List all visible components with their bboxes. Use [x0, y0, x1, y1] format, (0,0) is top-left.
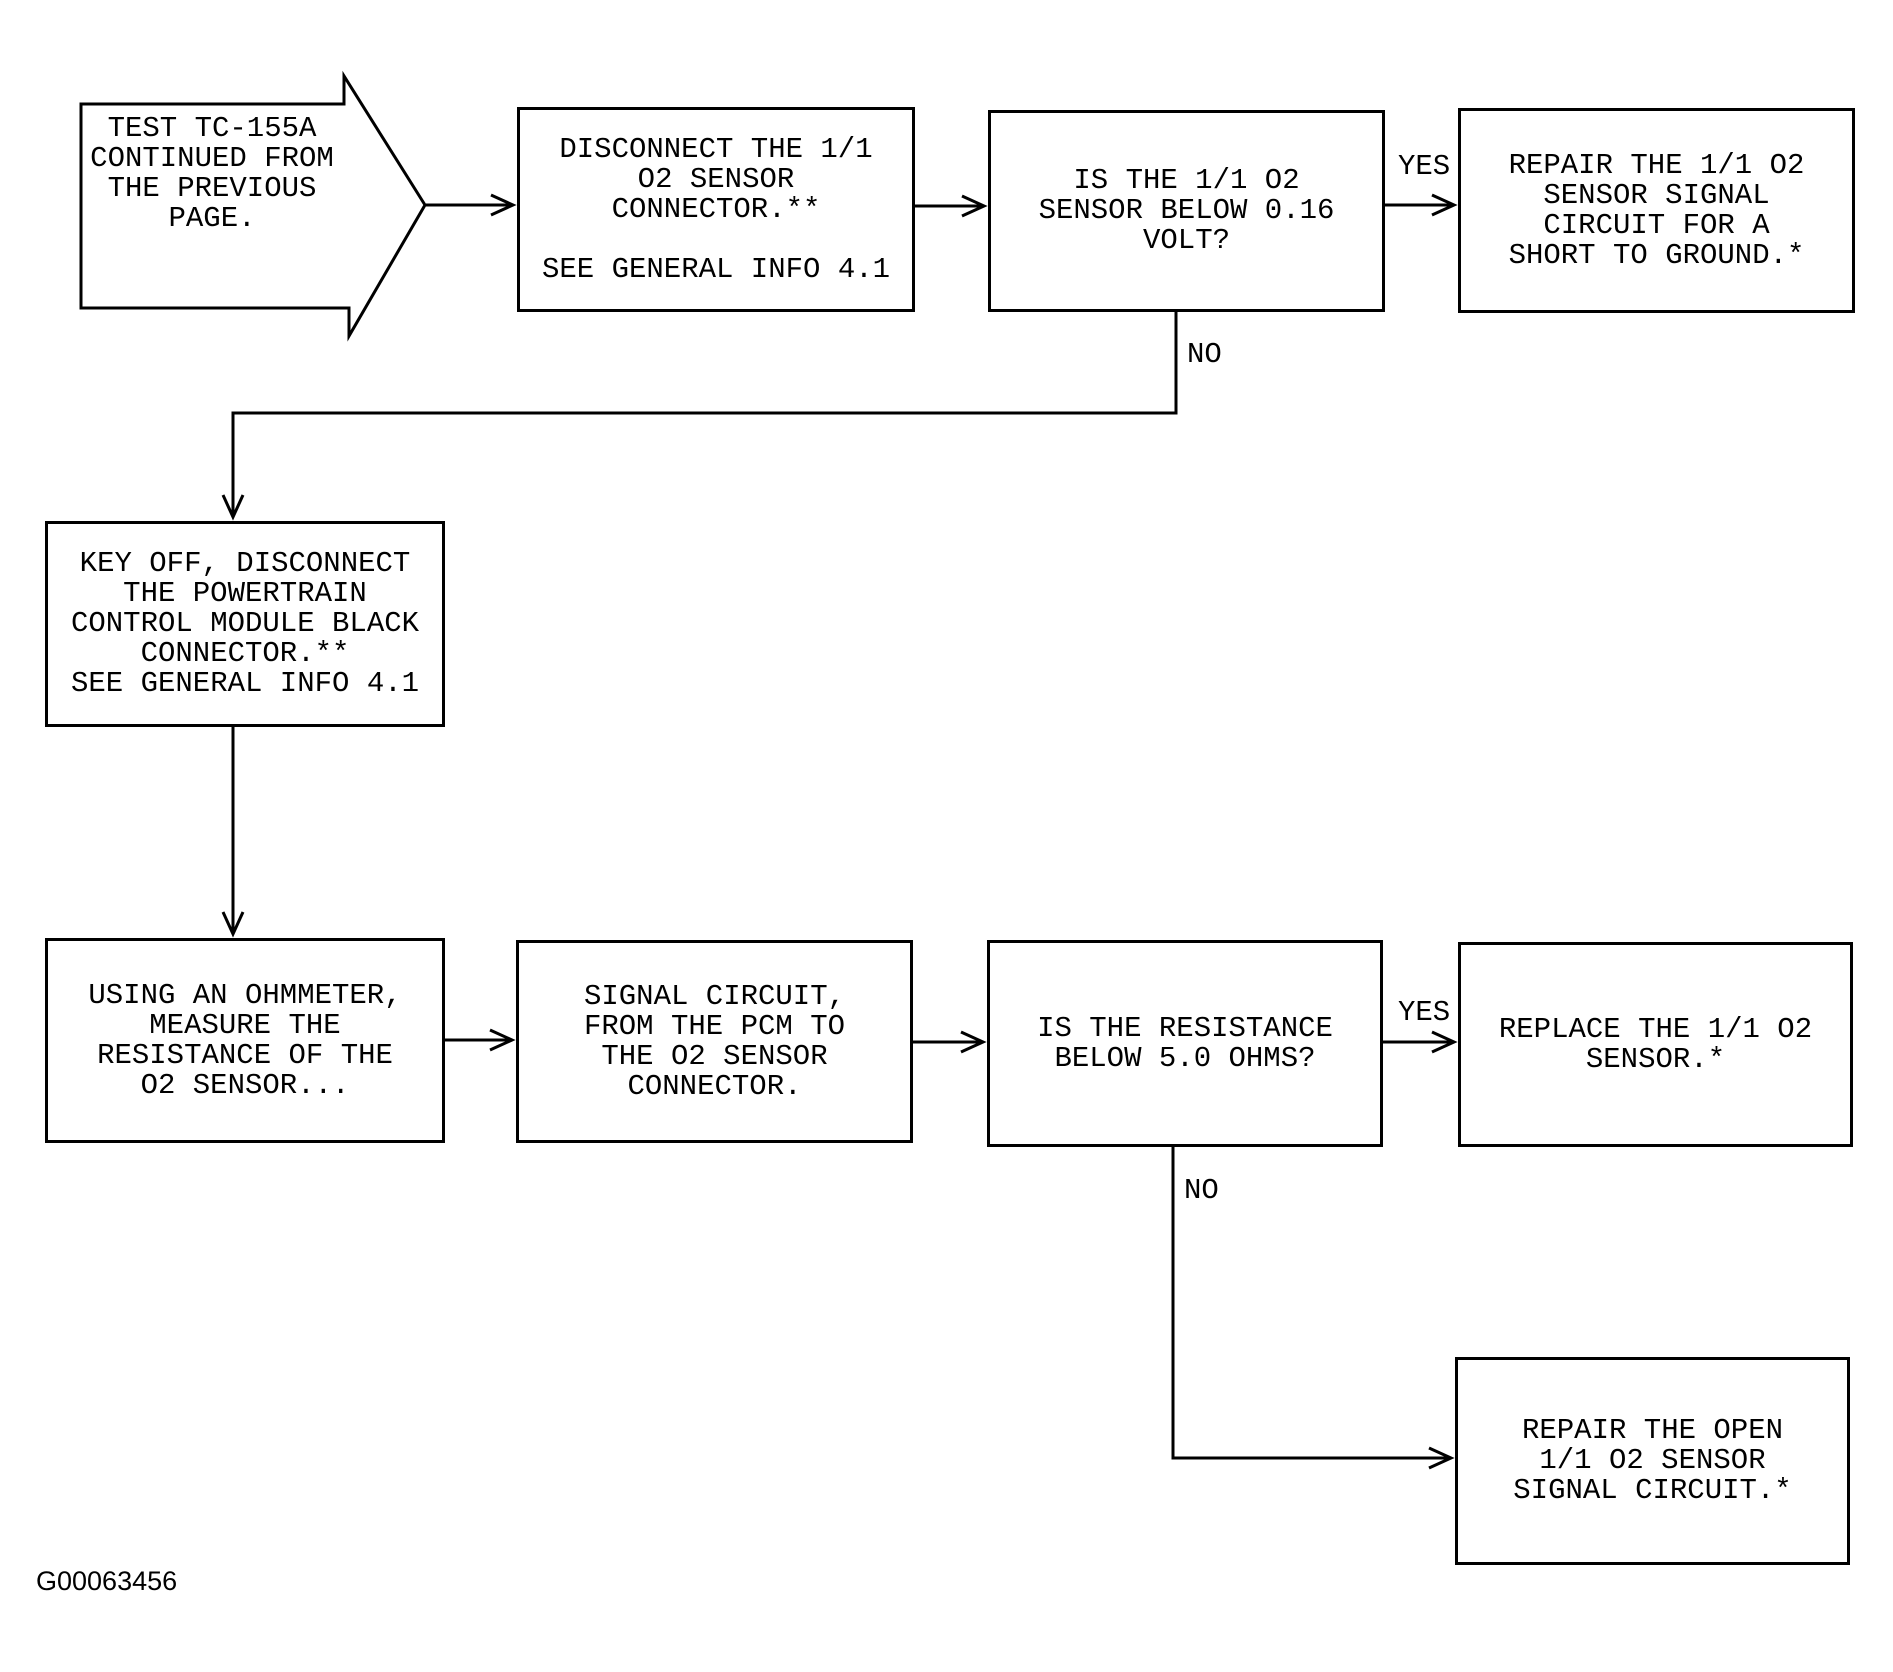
node-signal-circuit: SIGNAL CIRCUIT, FROM THE PCM TO THE O2 S…	[516, 940, 913, 1143]
connector-voltcheck-no-to-keyoff	[221, 312, 1178, 521]
node-using-ohmmeter: USING AN OHMMETER, MEASURE THE RESISTANC…	[45, 938, 445, 1143]
connector-resistance-no-to-repairopen	[1171, 1147, 1455, 1470]
branch-label-resistance-yes: YES	[1398, 996, 1451, 1029]
node-key-off-disconnect-pcm: KEY OFF, DISCONNECT THE POWERTRAIN CONTR…	[45, 521, 445, 727]
branch-label-resistance-no: NO	[1184, 1174, 1219, 1207]
node-disconnect-o2-connector: DISCONNECT THE 1/1 O2 SENSOR CONNECTOR.*…	[517, 107, 915, 312]
offpage-arrow-shape	[79, 70, 427, 342]
node-replace-sensor: REPLACE THE 1/1 O2 SENSOR.*	[1458, 942, 1853, 1147]
node-repair-short-to-ground: REPAIR THE 1/1 O2 SENSOR SIGNAL CIRCUIT …	[1458, 108, 1855, 313]
node-repair-open-circuit: REPAIR THE OPEN 1/1 O2 SENSOR SIGNAL CIR…	[1455, 1357, 1850, 1565]
figure-id: G00063456	[36, 1566, 178, 1596]
node-volt-check: IS THE 1/1 O2 SENSOR BELOW 0.16 VOLT?	[988, 110, 1385, 312]
branch-label-volt-yes: YES	[1398, 150, 1451, 183]
node-resistance-check: IS THE RESISTANCE BELOW 5.0 OHMS?	[987, 940, 1383, 1147]
node-start-offpage: TEST TC-155A CONTINUED FROM THE PREVIOUS…	[90, 112, 334, 235]
branch-label-volt-no: NO	[1187, 338, 1222, 371]
